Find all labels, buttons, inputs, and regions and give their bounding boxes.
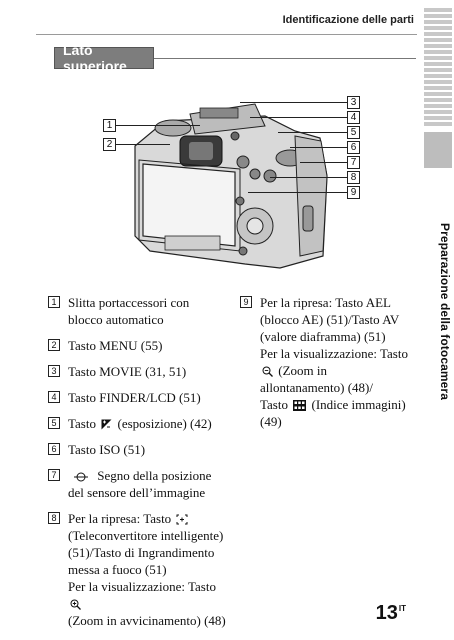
callout-7: 7 bbox=[347, 156, 360, 169]
item-number: 6 bbox=[48, 443, 60, 455]
item-number: 4 bbox=[48, 391, 60, 403]
list-item: 6 Tasto ISO (51) bbox=[48, 441, 226, 458]
section-heading-rule bbox=[154, 58, 416, 59]
list-item: 3 Tasto MOVIE (31, 51) bbox=[48, 363, 226, 380]
camera-top-view-illustration bbox=[134, 103, 328, 269]
list-item: 8 Per la ripresa: Tasto (Teleconvertitor… bbox=[48, 510, 226, 629]
item-number: 7 bbox=[48, 469, 60, 481]
page-number-suffix: IT bbox=[398, 604, 406, 613]
callout-5: 5 bbox=[347, 126, 360, 139]
zoom-out-icon bbox=[262, 366, 273, 377]
item-text-line1: Per la ripresa: Tasto AEL (blocco AE) (5… bbox=[260, 295, 400, 344]
item-text: Tasto (esposizione) (42) bbox=[68, 415, 226, 432]
callout-4: 4 bbox=[347, 111, 360, 124]
item-text: Tasto ISO (51) bbox=[68, 442, 146, 457]
parts-list-right: 9 Per la ripresa: Tasto AEL (blocco AE) … bbox=[240, 294, 410, 439]
list-item: 2 Tasto MENU (55) bbox=[48, 337, 226, 354]
callout-leader-3 bbox=[240, 102, 347, 103]
item-text-line2-pre: Per la visualizzazione: Tasto bbox=[260, 346, 408, 361]
item-text-line2-pre: Per la visualizzazione: Tasto bbox=[68, 579, 216, 594]
image-sensor-position-icon bbox=[74, 472, 88, 482]
item-text-line3-pre: Tasto bbox=[260, 397, 288, 412]
callout-leader-4 bbox=[250, 117, 347, 118]
callout-1: 1 bbox=[103, 119, 116, 132]
item-text-line2-post: (Zoom in avvicinamento) (48) bbox=[68, 613, 226, 628]
page-number: 13IT bbox=[376, 602, 406, 625]
callout-leader-1 bbox=[116, 125, 200, 126]
section-heading: Lato superiore bbox=[54, 42, 154, 74]
item-text: Tasto MOVIE (31, 51) bbox=[68, 364, 187, 379]
callout-leader-7 bbox=[300, 162, 347, 163]
item-number: 8 bbox=[48, 512, 60, 524]
item-text: Per la ripresa: Tasto AEL (blocco AE) (5… bbox=[260, 294, 410, 430]
item-number: 2 bbox=[48, 339, 60, 351]
side-tab-label: Preparazione della fotocamera bbox=[438, 222, 452, 400]
item-text-pre: Tasto bbox=[68, 416, 96, 431]
callout-leader-2 bbox=[116, 144, 170, 145]
callout-leader-6 bbox=[290, 147, 347, 148]
zoom-in-icon bbox=[70, 599, 81, 610]
item-text: Tasto MENU (55) bbox=[68, 338, 163, 353]
image-index-icon bbox=[293, 400, 307, 411]
item-text: Per la ripresa: Tasto (Teleconvertitore … bbox=[68, 510, 226, 629]
exposure-compensation-icon bbox=[101, 419, 112, 430]
header-rule bbox=[36, 34, 417, 35]
smart-teleconverter-icon bbox=[176, 514, 188, 525]
item-number: 9 bbox=[240, 296, 252, 308]
callout-leader-9 bbox=[248, 192, 347, 193]
list-item: 1 Slitta portaccessori con blocco automa… bbox=[48, 294, 226, 328]
list-item: 7 Segno della posizione del sensore dell… bbox=[48, 467, 226, 501]
item-text-line1-pre: Per la ripresa: Tasto bbox=[68, 511, 172, 526]
callout-leader-8 bbox=[270, 177, 347, 178]
section-thumb-tabs bbox=[424, 8, 452, 128]
page-number-value: 13 bbox=[375, 602, 398, 624]
callout-2: 2 bbox=[103, 138, 116, 151]
list-item: 9 Per la ripresa: Tasto AEL (blocco AE) … bbox=[240, 294, 410, 430]
parts-list-left: 1 Slitta portaccessori con blocco automa… bbox=[48, 294, 226, 638]
callout-leader-5 bbox=[278, 132, 347, 133]
callout-9: 9 bbox=[347, 186, 360, 199]
callout-6: 6 bbox=[347, 141, 360, 154]
item-text: Segno della posizione del sensore dell’i… bbox=[68, 467, 226, 501]
item-number: 5 bbox=[48, 417, 60, 429]
list-item: 5 Tasto (esposizione) (42) bbox=[48, 415, 226, 432]
item-text-post: Segno della posizione del sensore dell’i… bbox=[68, 468, 212, 500]
active-thumb-tab bbox=[424, 132, 452, 168]
item-text-line2-post: (Zoom in allontanamento) (48)/ bbox=[260, 363, 373, 395]
item-number: 3 bbox=[48, 365, 60, 377]
item-text-line1-post: (Teleconvertitore intelligente) (51)/Tas… bbox=[68, 528, 224, 577]
item-number: 1 bbox=[48, 296, 60, 308]
callout-8: 8 bbox=[347, 171, 360, 184]
running-header-title: Identificazione delle parti bbox=[282, 14, 414, 26]
item-text-post: (esposizione) (42) bbox=[117, 416, 212, 431]
callout-3: 3 bbox=[347, 96, 360, 109]
item-text: Tasto FINDER/LCD (51) bbox=[68, 390, 201, 405]
list-item: 4 Tasto FINDER/LCD (51) bbox=[48, 389, 226, 406]
item-text: Slitta portaccessori con blocco automati… bbox=[68, 295, 190, 327]
item-text-line3-post: (Indice immagini) (49) bbox=[260, 397, 406, 429]
